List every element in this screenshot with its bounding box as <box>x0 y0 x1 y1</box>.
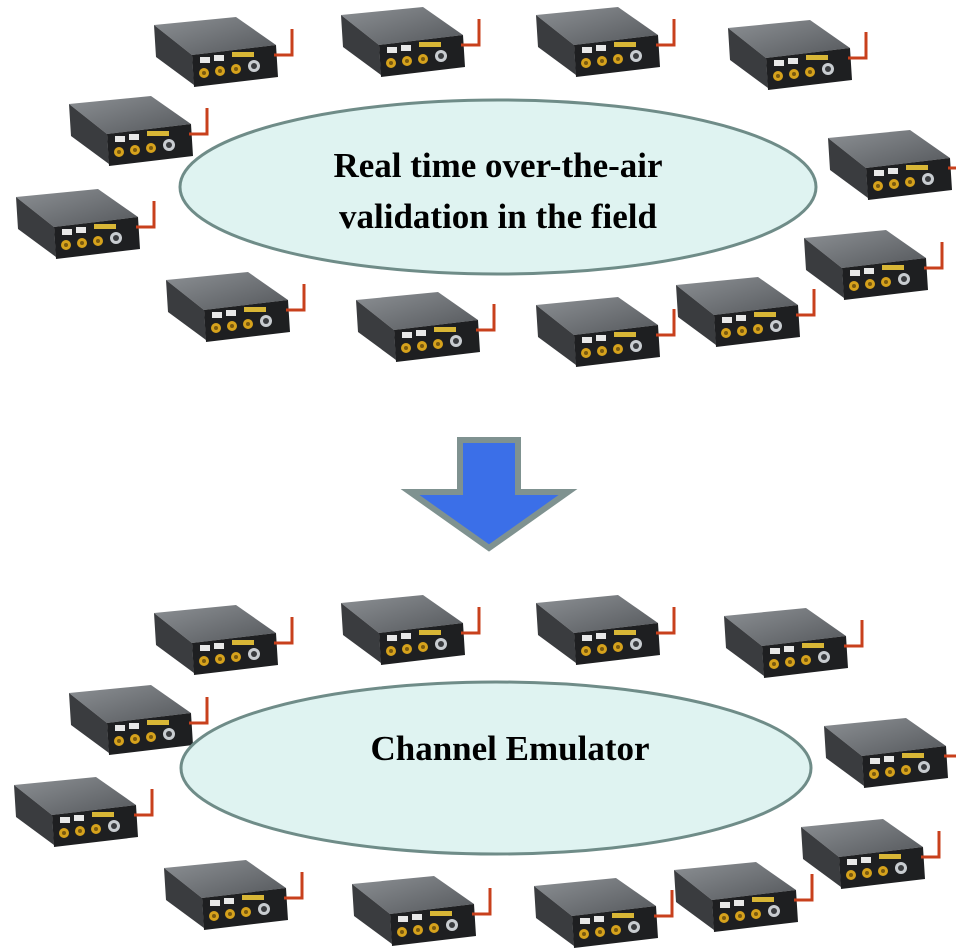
radio-device-icon <box>534 295 676 369</box>
radio-device-icon <box>674 275 816 349</box>
arrow-down-icon <box>400 437 578 552</box>
radio-device-icon <box>339 593 481 667</box>
radio-device-icon <box>12 775 154 849</box>
radio-device-icon <box>534 5 676 79</box>
radio-device-icon <box>350 874 492 948</box>
radio-device-icon <box>152 15 294 89</box>
radio-device-icon <box>534 593 676 667</box>
radio-device-icon <box>726 18 868 92</box>
channel-emulator-label: Channel Emulator <box>370 729 649 768</box>
radio-device-icon <box>672 860 814 934</box>
bottom-device-group: Channel Emulator <box>12 593 956 948</box>
channel-emulator-ellipse <box>179 680 813 856</box>
radio-device-icon <box>826 128 956 202</box>
radio-device-icon <box>67 94 209 168</box>
radio-device-icon <box>722 606 864 680</box>
radio-device-icon <box>67 683 209 757</box>
radio-device-icon <box>532 876 674 948</box>
top-device-group: Real time over-the-air validation in the… <box>14 5 956 369</box>
radio-device-icon <box>164 270 306 344</box>
radio-device-icon <box>822 716 956 790</box>
radio-device-icon <box>354 290 496 364</box>
radio-device-icon <box>14 187 156 261</box>
field-validation-ellipse <box>178 98 818 276</box>
field-validation-label-line1: Real time over-the-air <box>333 146 662 185</box>
radio-device-icon <box>799 817 941 891</box>
radio-device-icon <box>339 5 481 79</box>
radio-device-icon <box>162 858 304 932</box>
field-validation-label-line2: validation in the field <box>339 197 657 236</box>
radio-device-icon <box>802 228 944 302</box>
radio-device-icon <box>152 603 294 677</box>
